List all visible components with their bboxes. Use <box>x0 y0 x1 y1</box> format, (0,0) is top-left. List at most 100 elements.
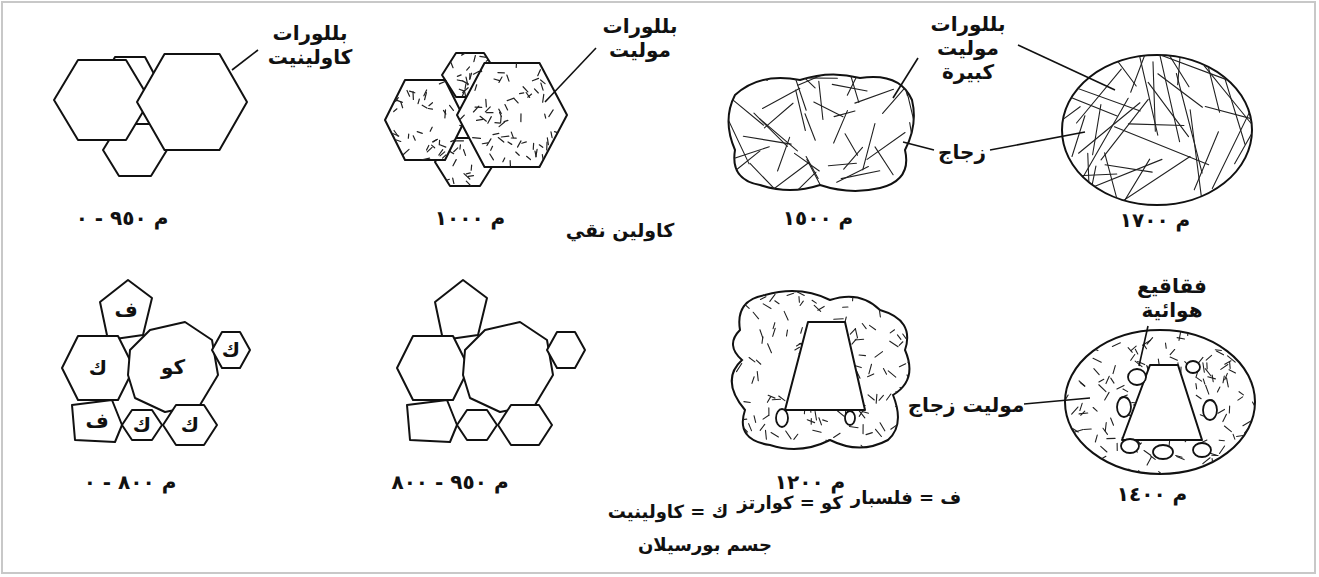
crystal-mark <box>910 123 918 174</box>
crystal-mark <box>760 424 765 430</box>
crystal-mark <box>556 71 560 72</box>
crystal-mark <box>837 411 844 417</box>
crystal-mark <box>384 149 391 150</box>
crystal-mark <box>1098 467 1106 468</box>
crystal-mark <box>849 426 858 427</box>
crystal-mark <box>834 318 843 320</box>
crystal-mark <box>1218 409 1224 413</box>
crystal-mark <box>464 90 465 96</box>
crystal-mark <box>547 159 550 163</box>
crystal-mark <box>440 145 446 147</box>
crystal-mark <box>814 102 843 117</box>
crystal-mark <box>543 94 544 102</box>
crystal-mark <box>1234 469 1235 475</box>
crystal-mark <box>1078 337 1085 342</box>
crystal-mark <box>555 132 562 134</box>
crystal-mark <box>451 63 453 68</box>
crystal-mark <box>855 89 894 103</box>
crystal-mark <box>391 81 397 84</box>
crystal-mark <box>1239 392 1243 395</box>
crystal-mark <box>1187 329 1188 335</box>
crystal-mark <box>1223 342 1231 347</box>
crystal-mark <box>494 79 500 81</box>
crystal-mark <box>1111 378 1114 383</box>
crystal-mark <box>1228 356 1236 362</box>
crystal-mark <box>1077 69 1122 123</box>
crystal-mark <box>1233 434 1235 439</box>
crystal-mark <box>439 81 446 84</box>
crystal-mark <box>1081 411 1085 415</box>
crystal-mark <box>533 143 535 149</box>
crystal-mark <box>428 108 432 110</box>
crystal-mark <box>793 287 799 288</box>
grain-shape: كو <box>128 322 218 412</box>
crystal-mark <box>468 175 473 177</box>
crystal-mark <box>457 75 461 76</box>
crystal-mark <box>1091 348 1097 350</box>
mullite-grains <box>384 53 567 187</box>
crystal-mark <box>770 294 775 301</box>
crystal-mark <box>464 62 470 64</box>
grain-text-box: ك <box>163 405 217 445</box>
crystal-mark <box>1170 357 1177 360</box>
crystal-mark <box>1238 397 1243 400</box>
glass-disc <box>1045 20 1298 230</box>
crystal-mark <box>796 90 806 130</box>
crystal-mark <box>729 449 733 453</box>
crystal-mark <box>437 172 441 176</box>
crystal-mark <box>723 287 727 292</box>
crystal-mark <box>1228 344 1236 350</box>
crystal-mark <box>1117 443 1118 450</box>
crystal-mark <box>456 140 463 141</box>
crystal-mark <box>900 288 904 297</box>
crystal-mark <box>1067 363 1071 367</box>
crystal-mark <box>796 343 801 346</box>
crystal-mark <box>1217 387 1219 392</box>
crystal-mark <box>1249 441 1254 447</box>
crystal-mark <box>789 284 795 292</box>
temperature-label: ١٥٠٠ م <box>783 206 853 230</box>
crystal-mark <box>754 113 787 146</box>
crystal-mark <box>773 323 775 329</box>
crystal-mark <box>778 137 790 171</box>
crystal-mark <box>458 92 462 94</box>
crystal-mark <box>760 119 798 151</box>
crystal-mark <box>823 420 828 422</box>
crystal-mark <box>477 119 483 120</box>
crystal-mark <box>1203 363 1204 372</box>
grain-text-box: ك <box>122 410 162 440</box>
crystal-mark <box>487 112 493 113</box>
crystal-mark <box>812 300 816 303</box>
crystal-mark <box>861 445 867 452</box>
crystal-mark <box>522 142 527 143</box>
crystal-mark <box>412 92 414 100</box>
crystal-mark <box>473 106 478 112</box>
crystal-mark <box>549 110 553 117</box>
crystal-mark <box>1178 37 1182 85</box>
crystal-mark <box>1229 362 1231 368</box>
crystal-mark <box>469 74 470 79</box>
crystal-mark <box>763 304 771 309</box>
crystal-mark <box>899 364 905 367</box>
crystal-mark <box>1139 471 1143 477</box>
crystal-mark <box>547 138 548 145</box>
crystal-mark <box>862 324 866 329</box>
crystal-mark <box>1224 426 1231 432</box>
crystal-mark <box>736 364 741 372</box>
crystal-mark <box>900 388 906 391</box>
crystal-mark <box>897 335 900 339</box>
crystal-mark <box>1206 363 1207 369</box>
crystal-mark <box>723 351 725 356</box>
crystal-mark <box>852 339 856 344</box>
grain-shape: ك <box>122 410 162 440</box>
crystal-mark <box>516 152 519 155</box>
crystal-mark <box>1113 366 1115 374</box>
crystal-mark <box>834 433 840 437</box>
crystal-mark <box>498 138 504 143</box>
crystal-mark <box>811 419 812 425</box>
crystal-mark <box>516 60 518 68</box>
crystal-mark <box>1045 107 1080 133</box>
crystal-mark <box>1072 407 1078 414</box>
crystal-mark <box>763 415 769 419</box>
crystal-mark <box>482 142 488 144</box>
